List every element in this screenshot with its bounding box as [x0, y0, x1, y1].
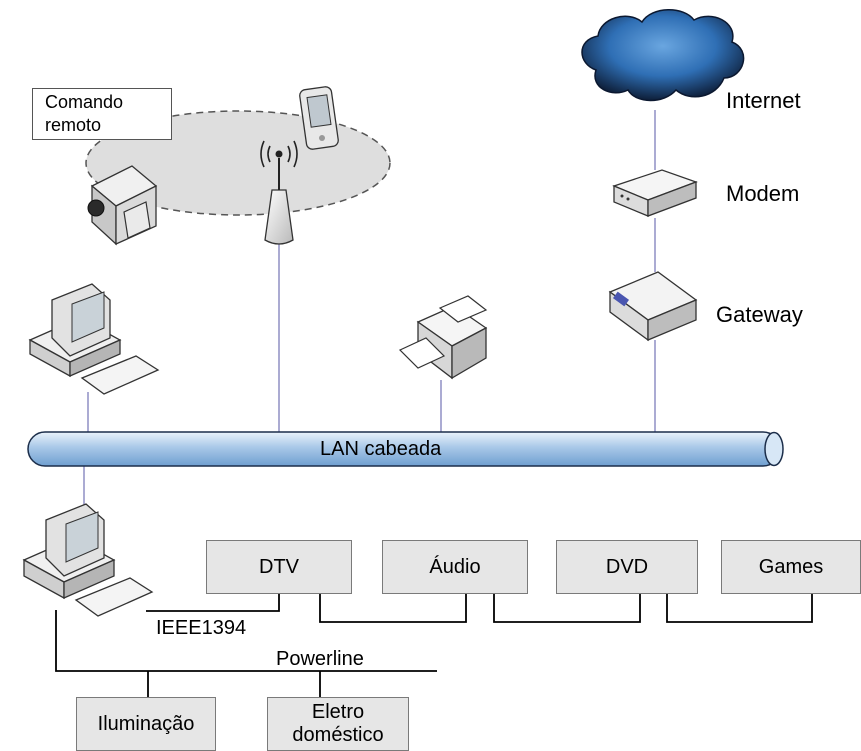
- dtv-audio-link: [319, 594, 467, 623]
- appliance-device-box: Eletro doméstico: [267, 697, 409, 751]
- desktop-computer-icon: [22, 503, 154, 617]
- gateway-icon: [608, 271, 698, 342]
- camcorder-icon: [87, 165, 158, 246]
- appliance-label-line1: Eletro: [311, 701, 365, 723]
- desktop-computer-icon: [28, 283, 160, 395]
- powerline-label: Powerline: [276, 648, 364, 670]
- cloud-icon: [581, 9, 745, 102]
- audio-label: Áudio: [429, 555, 481, 578]
- dvd-games-link: [666, 594, 813, 623]
- dtv-device-box: DTV: [206, 540, 352, 594]
- dtv-label: DTV: [259, 555, 299, 578]
- modem-label: Modem: [726, 181, 800, 206]
- pda-icon: [299, 86, 339, 150]
- audio-device-box: Áudio: [382, 540, 528, 594]
- ieee1394-bus-line: [146, 594, 280, 612]
- lighting-device-box: Iluminação: [76, 697, 216, 751]
- ieee1394-label: IEEE1394: [156, 617, 247, 639]
- games-device-box: Games: [721, 540, 861, 594]
- internet-label: Internet: [726, 88, 801, 113]
- lan-label: LAN cabeada: [320, 438, 442, 460]
- access-point-icon: [260, 140, 298, 245]
- gateway-label: Gateway: [716, 302, 803, 327]
- modem-icon: [612, 169, 698, 217]
- dvd-label: DVD: [605, 555, 649, 578]
- pc-powerline-drop: [55, 610, 437, 672]
- audio-dvd-link: [493, 594, 641, 623]
- appliance-label-line2: doméstico: [292, 724, 384, 746]
- games-label: Games: [758, 555, 824, 578]
- remote-control-label-line2: remoto: [45, 115, 102, 135]
- printer-icon: [398, 295, 488, 380]
- lan-backbone: [27, 431, 784, 467]
- remote-control-label-line1: Comando: [45, 92, 124, 112]
- remote-control-callout: Comando remoto: [32, 88, 172, 140]
- dvd-device-box: DVD: [556, 540, 698, 594]
- lighting-label: Iluminação: [97, 712, 195, 735]
